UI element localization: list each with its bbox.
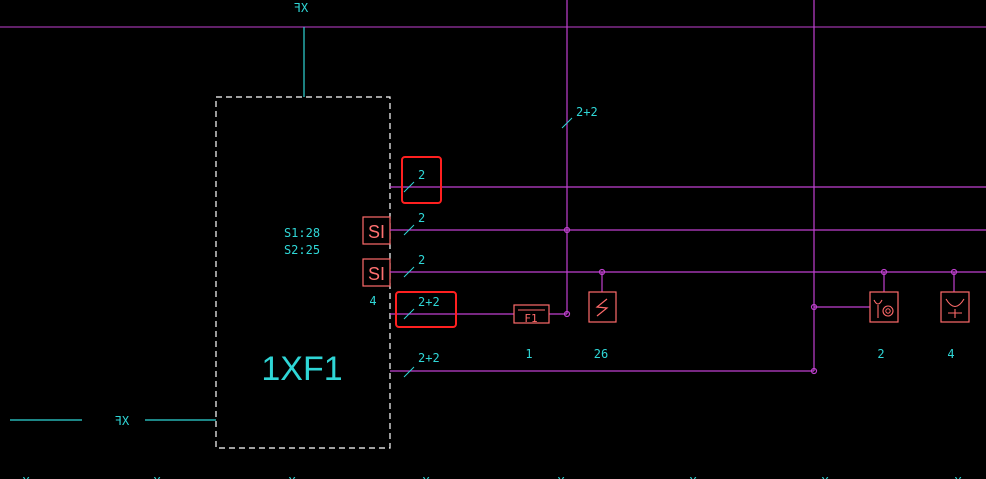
valve-count: 2 xyxy=(877,347,884,361)
bottom-terminal-mark: X xyxy=(689,475,697,479)
bottom-terminal-mark: X xyxy=(288,475,296,479)
valve-ring-icon xyxy=(882,305,894,317)
bottom-terminal-mark: X xyxy=(22,475,30,479)
sensor-count: 26 xyxy=(594,347,608,361)
si-block-1-label: SI xyxy=(368,222,385,242)
bottom-terminal-mark: X xyxy=(422,475,430,479)
wire-2-label: 2 xyxy=(418,211,425,225)
vertical-wire-label: 2+2 xyxy=(576,105,598,119)
fuse-label: F1 xyxy=(524,312,537,325)
fuse-count: 1 xyxy=(525,347,532,361)
wire-5-label: 2+2 xyxy=(418,351,440,365)
junction-dot xyxy=(598,268,606,276)
top-terminal-label: XF xyxy=(294,1,308,15)
junction-dot xyxy=(563,310,571,318)
bottom-terminal-mark: X xyxy=(954,475,962,479)
highlight-box-2 xyxy=(395,291,457,328)
junction-dot xyxy=(950,268,958,276)
junction-dot xyxy=(880,268,888,276)
junction-dot xyxy=(563,226,571,234)
cable-tick xyxy=(403,308,415,320)
cable-tick xyxy=(403,181,415,193)
valve-core-icon xyxy=(885,308,891,314)
bottom-terminal-mark: X xyxy=(557,475,565,479)
device-name: 1XF1 xyxy=(261,350,342,388)
wire-1-label: 2 xyxy=(418,168,425,182)
junction-dot xyxy=(810,367,818,375)
outlet-count: 4 xyxy=(947,347,954,361)
junction-dot xyxy=(810,303,818,311)
left-terminal-label: XF xyxy=(115,414,129,428)
device-box[interactable] xyxy=(215,96,391,449)
cable-tick xyxy=(403,366,415,378)
cable-tick xyxy=(403,224,415,236)
bottom-terminal-row: X X X X X X X X xyxy=(22,475,962,479)
bottom-terminal-mark: X xyxy=(821,475,829,479)
device-info-line2: S2:25 xyxy=(284,243,320,257)
bottom-terminal-mark: X xyxy=(153,475,161,479)
wire-3-label: 2 xyxy=(418,253,425,267)
wire-4-label: 2+2 xyxy=(418,295,440,309)
si-count: 4 xyxy=(369,294,376,308)
valve-component[interactable] xyxy=(869,291,899,323)
device-info-line1: S1:28 xyxy=(284,226,320,240)
lightning-icon xyxy=(595,298,609,317)
highlight-box-1 xyxy=(401,156,442,204)
si-block-1[interactable] xyxy=(362,216,391,245)
cable-tick xyxy=(403,266,415,278)
socket-icon xyxy=(945,298,965,318)
si-block-2-label: SI xyxy=(368,264,385,284)
cable-tick xyxy=(561,117,573,129)
valve-stem-icon xyxy=(873,299,883,318)
